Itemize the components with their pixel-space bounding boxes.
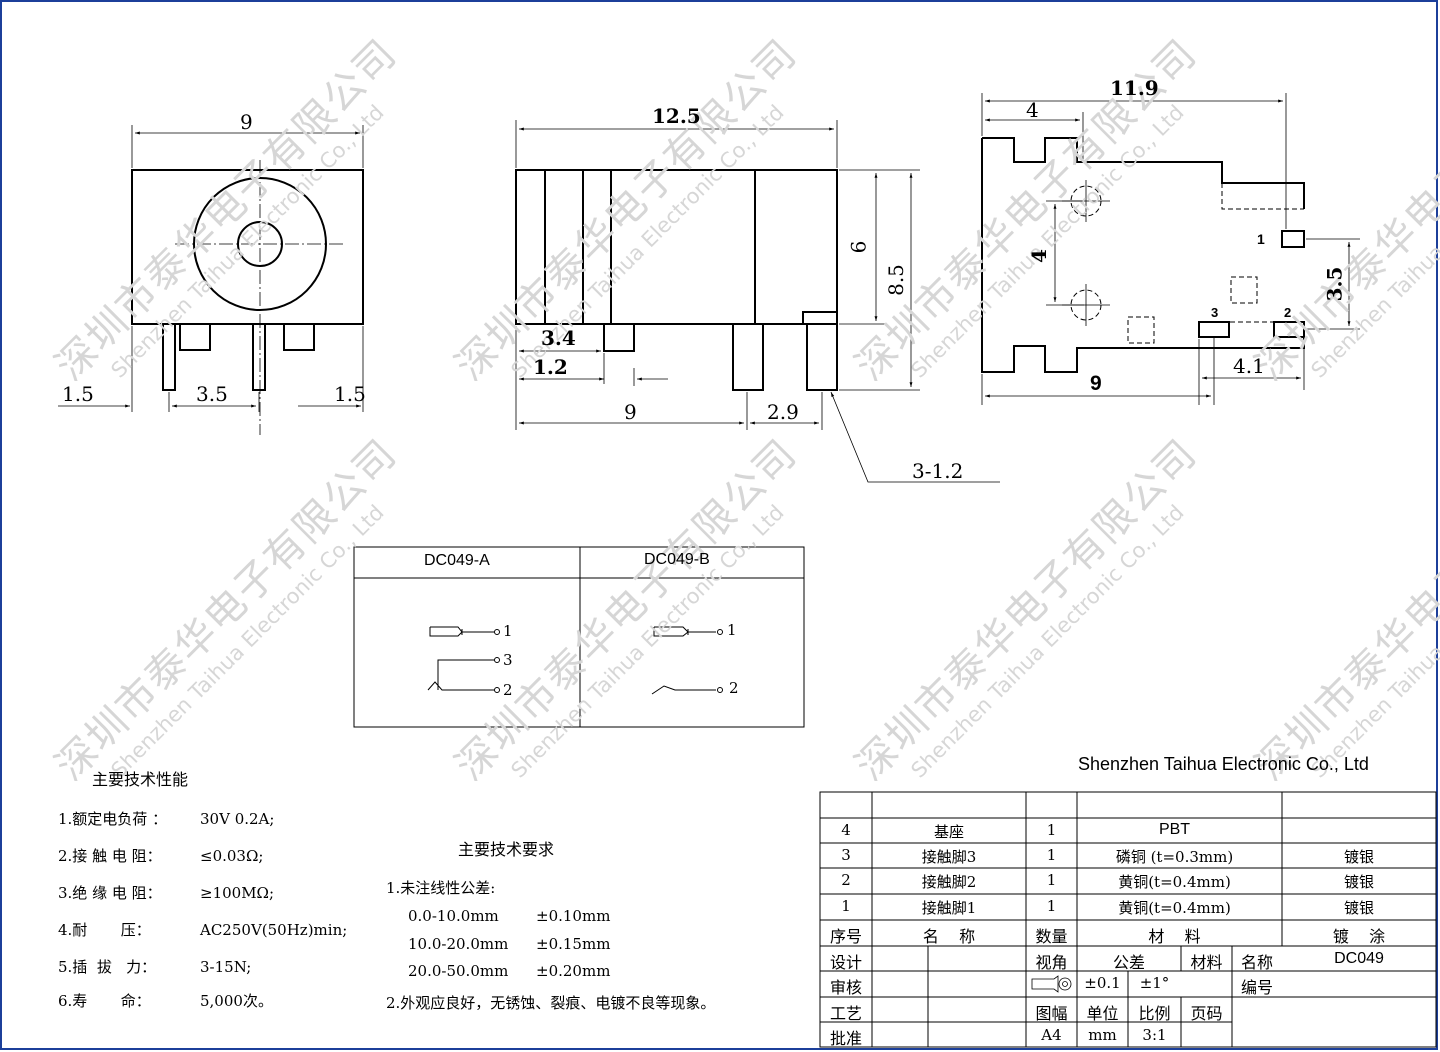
bom-cell: 4	[841, 821, 851, 839]
title-number-label: 编号	[1240, 978, 1273, 997]
bom-cell: 3	[841, 846, 851, 864]
spec-item: 2.接 触 电 阻：≤0.03Ω;	[58, 847, 264, 865]
bom-header: 材 料	[1148, 927, 1201, 946]
title-design: 设计	[829, 953, 862, 972]
bom-header: 数量	[1035, 927, 1068, 946]
schematic-col-a: DC049-A	[424, 552, 490, 569]
bom-cell: PBT	[1158, 821, 1191, 838]
title-name-label: 名称	[1240, 953, 1273, 972]
bom-cell: 1	[1046, 821, 1057, 839]
dim-front-margin-left: 1.5	[62, 382, 94, 406]
part-name: DC049	[1334, 950, 1384, 967]
pin-note: 3-1.2	[912, 459, 964, 483]
title-sheet-size-label: 图幅	[1035, 1004, 1068, 1023]
tolerance-range: 10.0-20.0mm	[408, 935, 509, 953]
dim-side-3-4: 3.4	[541, 326, 576, 350]
title-material: 材料	[1190, 953, 1223, 972]
bom-grid	[819, 791, 1437, 1048]
company-name: Shenzhen Taihua Electronic Co., Ltd	[1078, 754, 1369, 774]
title-tolerance: 公差	[1112, 953, 1145, 972]
bom-cell: 黄铜(t=0.4mm)	[1118, 899, 1231, 917]
bom-header: 名 称	[922, 927, 976, 946]
schematic-table	[353, 546, 805, 728]
title-scale-label: 比例	[1138, 1004, 1171, 1023]
bom-cell: 接触脚1	[921, 899, 977, 917]
dim-side-1-2: 1.2	[533, 355, 568, 379]
requirements-title: 主要技术要求	[458, 840, 555, 859]
bom-cell: 镀银	[1343, 848, 1374, 866]
schematic-col-b: DC049-B	[644, 551, 710, 568]
bom-cell: 接触脚2	[921, 873, 977, 891]
dim-side-2-9: 2.9	[767, 400, 799, 424]
bom-cell: 1	[1046, 897, 1057, 915]
title-unit-label: 单位	[1086, 1004, 1119, 1023]
schematic-a-pin-2: 2	[503, 681, 513, 699]
scale: 3:1	[1142, 1026, 1167, 1044]
front-view	[131, 169, 364, 391]
spec-item: 5.插 拔 力：3-15N;	[58, 958, 252, 976]
bom-cell: 镀银	[1343, 899, 1374, 917]
bom-cell: 黄铜(t=0.4mm)	[1118, 873, 1231, 891]
title-page-label: 页码	[1190, 1004, 1223, 1023]
bom-cell: 磷铜 (t=0.3mm)	[1115, 848, 1234, 866]
sheet-size: A4	[1041, 1026, 1062, 1044]
projection-symbol	[1031, 975, 1072, 993]
bom-cell: 1	[1046, 871, 1057, 889]
bom-cell: 1	[841, 897, 851, 915]
tolerance-range: 0.0-10.0mm	[408, 907, 499, 925]
tolerance-value: ±0.15mm	[536, 935, 611, 953]
schematic-b-pin-2: 2	[729, 679, 739, 697]
dim-bottom-4-1: 4.1	[1233, 354, 1265, 378]
title-view: 视角	[1035, 953, 1068, 972]
bom-cell: 基座	[933, 823, 964, 841]
pin-3-label: 3	[1211, 305, 1219, 320]
dim-bottom-4-top: 4	[1026, 98, 1039, 122]
side-view	[515, 169, 838, 391]
dim-front-pitch: 3.5	[196, 382, 228, 406]
pin-2-label: 2	[1284, 305, 1292, 320]
spec-item: 3.绝 缘 电 阻：≥100MΩ;	[58, 884, 275, 902]
schematic-b	[651, 626, 723, 695]
dim-side-9: 9	[624, 400, 637, 424]
dim-side-height-6: 6	[846, 240, 871, 254]
dim-bottom-4-vertical: 4	[1026, 249, 1051, 263]
dim-bottom-3-5: 3.5	[1322, 266, 1347, 302]
dim-bottom-9: 9	[1090, 372, 1102, 395]
requirement-1: 1.未注线性公差:	[386, 879, 496, 897]
title-process: 工艺	[829, 1004, 862, 1023]
performance-title: 主要技术性能	[92, 770, 189, 789]
schematic-a-pin-3: 3	[503, 651, 513, 669]
bom-cell: 1	[1046, 846, 1057, 864]
tolerance-linear: ±0.1	[1084, 974, 1121, 992]
schematic-a	[427, 626, 500, 693]
spec-item: 6.寿 命：5,000次。	[58, 992, 273, 1010]
pin-1-label: 1	[1257, 231, 1265, 247]
tolerance-angle: ±1°	[1139, 974, 1170, 992]
dim-side-height-8-5: 8.5	[883, 264, 908, 296]
tolerance-value: ±0.20mm	[536, 962, 611, 980]
title-review: 审核	[829, 978, 862, 997]
tolerance-value: ±0.10mm	[536, 907, 611, 925]
spec-item: 4.耐 压：AC250V(50Hz)min;	[58, 921, 348, 939]
dim-front-width: 9	[240, 110, 253, 134]
dim-bottom-length: 11.9	[1110, 76, 1159, 100]
unit: mm	[1088, 1026, 1117, 1044]
bom-cell: 2	[841, 871, 851, 889]
dim-side-length: 12.5	[652, 104, 701, 128]
bom-cell: 接触脚3	[921, 848, 977, 866]
tolerance-range: 20.0-50.0mm	[408, 962, 509, 980]
bom-header: 序号	[829, 927, 862, 946]
dim-front-margin-right: 1.5	[334, 382, 366, 406]
spec-item: 1.额定电负荷 ：30V 0.2A;	[58, 810, 275, 828]
schematic-b-pin-1: 1	[727, 621, 737, 639]
bom-cell: 镀银	[1343, 873, 1374, 891]
bottom-view	[981, 137, 1305, 373]
title-approve: 批准	[829, 1029, 862, 1048]
requirement-2: 2.外观应良好，无锈蚀、裂痕、电镀不良等现象。	[386, 994, 716, 1012]
schematic-a-pin-1: 1	[503, 622, 513, 640]
bom-header: 镀 涂	[1332, 927, 1386, 946]
